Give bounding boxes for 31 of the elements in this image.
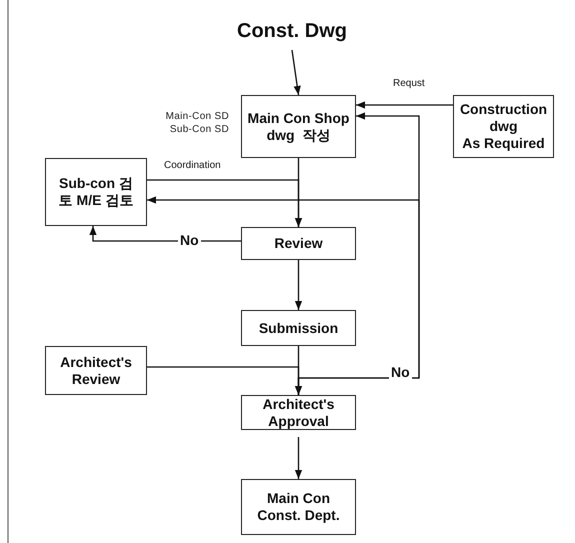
edge-label: Requst [391, 78, 427, 89]
arrow [356, 101, 453, 109]
arrow [147, 366, 302, 395]
process-box [241, 310, 356, 346]
side-note: Sub-Con SD [170, 124, 229, 135]
box-label: Submission [258, 320, 338, 336]
process-box [241, 395, 356, 430]
side-note: Main-Con SD [166, 111, 229, 122]
box-label: Sub-con 검토 M/E 검토 [58, 175, 134, 209]
edge-label: No [178, 232, 201, 248]
edge-label: No [389, 364, 412, 380]
arrow [89, 226, 241, 242]
process-box [241, 227, 356, 260]
box-label: Architect's Approval [262, 396, 336, 430]
box-label: Main Con Shop dwg 작성 [246, 110, 350, 144]
arrow [147, 179, 302, 227]
process-box [241, 479, 356, 535]
arrow [294, 437, 302, 479]
process-box [45, 158, 147, 226]
arrow [147, 196, 420, 395]
box-label: Main Con Const. Dept. [256, 490, 341, 524]
arrow [291, 50, 301, 96]
arrow [294, 260, 302, 310]
heading-text: Const. Dwg [232, 16, 352, 46]
process-box [241, 95, 356, 158]
edge-label: Coordination [162, 160, 223, 171]
box-label: Review [274, 235, 323, 252]
process-box [45, 346, 147, 395]
box-label: Construction dwg As Required [458, 101, 548, 152]
box-label: Architect's Review [59, 354, 133, 388]
process-box [453, 95, 554, 158]
